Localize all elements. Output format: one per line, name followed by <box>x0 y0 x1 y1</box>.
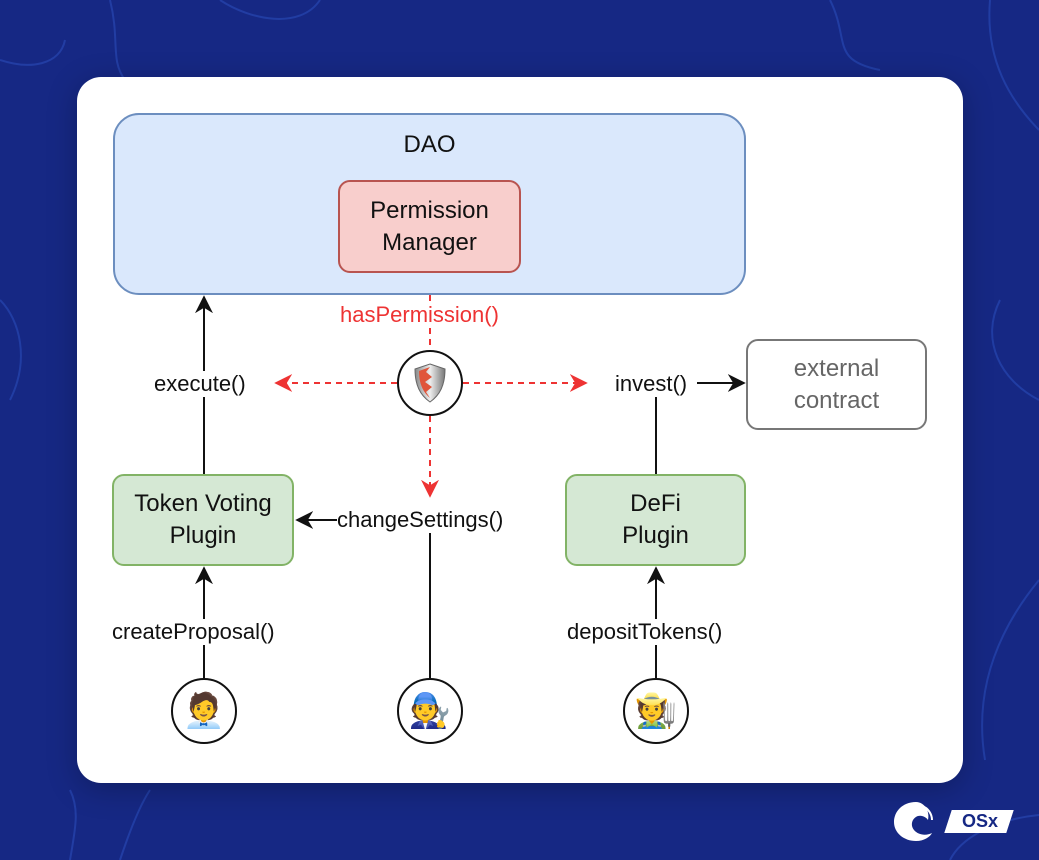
change-settings-label: changeSettings() <box>337 507 504 533</box>
osx-badge: OSx <box>944 809 1014 833</box>
aragon-logo-icon <box>894 802 933 841</box>
shield-icon <box>414 363 446 403</box>
osx-logo: OSx <box>892 800 1014 842</box>
external-contract-label-line2: contract <box>793 386 880 414</box>
permission-manager-label-line2: Manager <box>382 228 477 256</box>
defi-label-line1: DeFi <box>630 490 681 517</box>
external-contract-label-line1: external <box>793 354 880 382</box>
proposer-actor: 🧑‍💼 <box>171 678 237 744</box>
office-worker-icon: 🧑‍💼 <box>182 692 226 730</box>
dao-label: DAO <box>403 131 456 158</box>
osx-text: OSx <box>962 810 999 831</box>
admin-actor: 🧑‍🔧 <box>397 678 463 744</box>
invest-label: invest() <box>615 371 688 397</box>
defi-plugin-node: DeFi Plugin <box>565 474 746 566</box>
has-permission-label: hasPermission() <box>340 302 499 328</box>
farmer-icon: 🧑‍🌾 <box>634 692 678 730</box>
defi-label-line2: Plugin <box>622 522 689 549</box>
token-voting-label-line1: Token Voting <box>134 490 272 517</box>
external-contract-node: external contract <box>746 339 927 430</box>
token-voting-plugin-node: Token Voting Plugin <box>112 474 294 566</box>
mechanic-icon: 🧑‍🔧 <box>408 692 452 730</box>
permission-manager-label-line1: Permission <box>370 196 489 224</box>
execute-label: execute() <box>152 371 248 397</box>
create-proposal-label: createProposal() <box>112 619 275 645</box>
permission-manager-node: Permission Manager <box>338 180 521 273</box>
farmer-actor: 🧑‍🌾 <box>623 678 689 744</box>
permission-check-node <box>397 350 463 416</box>
token-voting-label-line2: Plugin <box>169 522 237 549</box>
deposit-tokens-label: depositTokens() <box>567 619 723 645</box>
